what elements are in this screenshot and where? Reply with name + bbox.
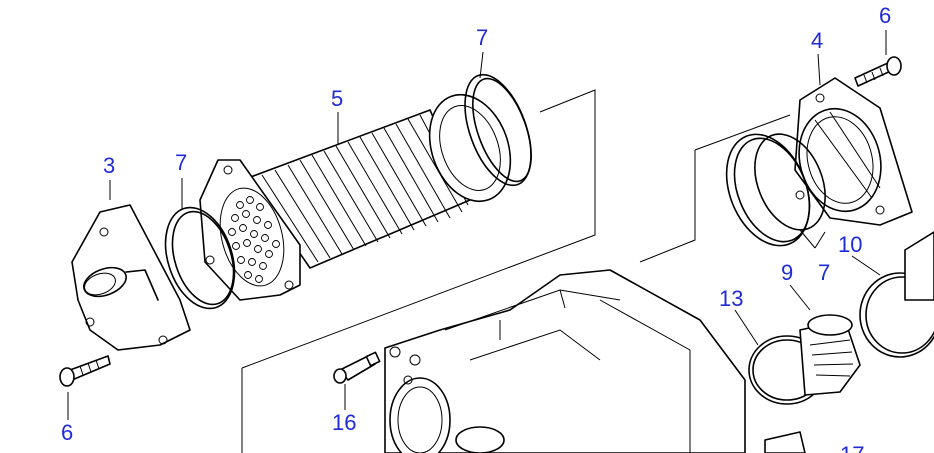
- callout-label: 7: [818, 260, 830, 285]
- callout-label: 9: [781, 260, 793, 285]
- callout-label: 17: [840, 442, 864, 453]
- callout-label: 6: [61, 420, 73, 445]
- fitting-bottom-right: [764, 431, 806, 453]
- callout-label: 4: [811, 28, 823, 53]
- callout-label: 7: [175, 150, 187, 175]
- background-panels: [241, 89, 791, 453]
- fitting-part: [333, 351, 381, 384]
- callout-label: 10: [838, 232, 862, 257]
- housing-body: [384, 269, 746, 453]
- callout-label: 13: [719, 286, 743, 311]
- bolt-lower-left: [59, 355, 111, 387]
- end-plate: [199, 159, 301, 301]
- callout-label: 3: [103, 153, 115, 178]
- o-rings-right: [725, 133, 826, 247]
- cover-right: [794, 77, 913, 226]
- ring-part: [859, 231, 934, 358]
- o-ring-left: [164, 206, 236, 310]
- end-cover: [71, 204, 191, 351]
- callout-label: 16: [332, 410, 356, 435]
- leader-lines: [67, 30, 887, 420]
- bolt-upper-right: [854, 56, 902, 87]
- thermostat: [748, 314, 861, 405]
- callout-label: 5: [331, 86, 343, 111]
- callout-label: 7: [476, 25, 488, 50]
- callout-labels: 7 6 4 5 3 7 10 9 7 13 6 16 17: [61, 3, 891, 453]
- callout-label: 6: [879, 3, 891, 28]
- oil-cooler-element: [247, 73, 532, 269]
